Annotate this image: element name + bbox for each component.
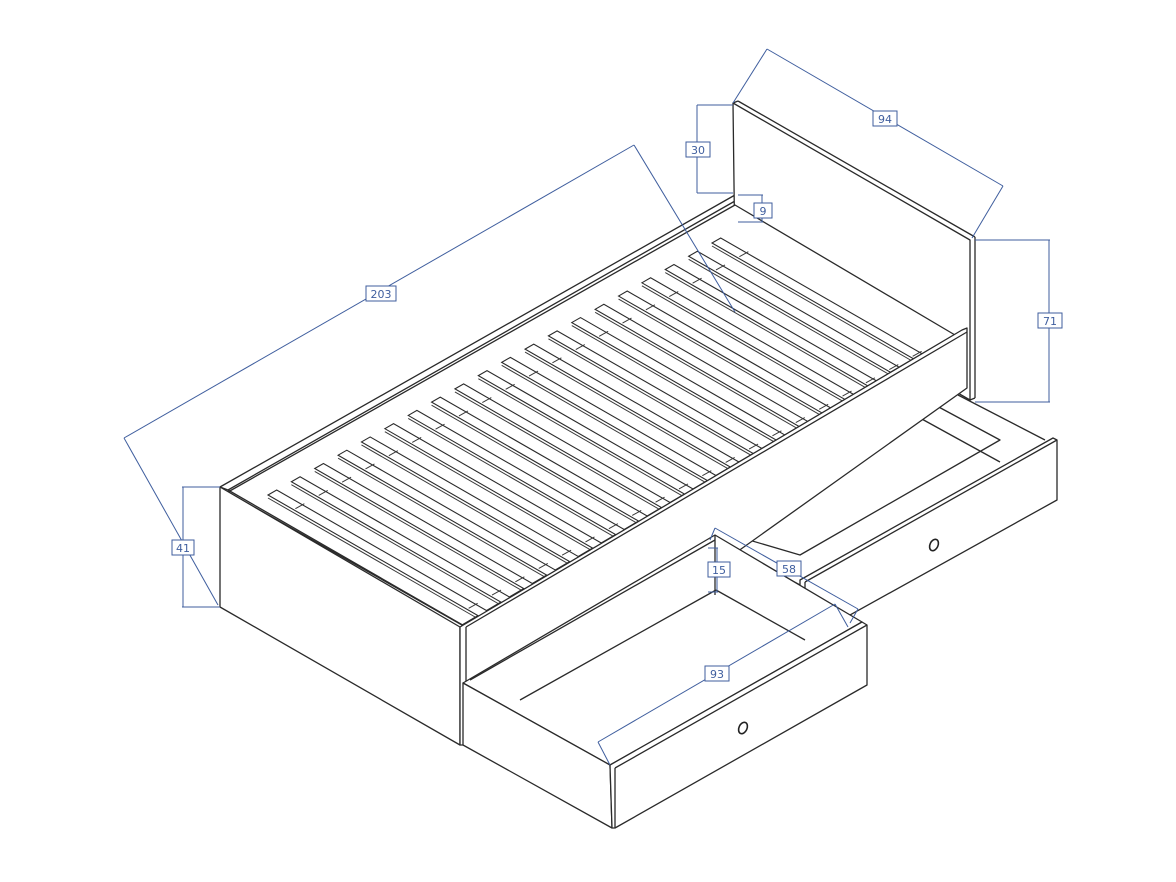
svg-text:71: 71 xyxy=(1043,315,1057,328)
dimension-label-drawer-height: 15 xyxy=(707,561,731,578)
dimension-label-frame-height: 41 xyxy=(171,539,195,556)
svg-text:30: 30 xyxy=(691,144,705,157)
svg-text:41: 41 xyxy=(176,542,190,555)
dimension-label-total-height: 71 xyxy=(1037,312,1063,329)
dimension-label-headboard-height: 30 xyxy=(685,141,711,158)
dimension-label-headboard-width: 94 xyxy=(872,110,898,127)
svg-text:203: 203 xyxy=(371,288,392,301)
svg-text:94: 94 xyxy=(878,113,892,126)
front-drawer xyxy=(462,534,868,829)
drawer-knob-icon[interactable] xyxy=(928,538,940,552)
slat-base xyxy=(266,237,950,630)
svg-text:9: 9 xyxy=(760,205,767,218)
svg-text:15: 15 xyxy=(712,564,726,577)
svg-text:93: 93 xyxy=(710,668,724,681)
dimension-label-drawer-width: 93 xyxy=(704,665,730,682)
drawer-knob-icon[interactable] xyxy=(737,721,749,735)
dimension-label-rim-height: 9 xyxy=(753,202,773,219)
dimension-label-drawer-depth: 58 xyxy=(776,560,802,577)
dimension-label-length: 203 xyxy=(365,285,397,302)
svg-text:58: 58 xyxy=(782,563,796,576)
